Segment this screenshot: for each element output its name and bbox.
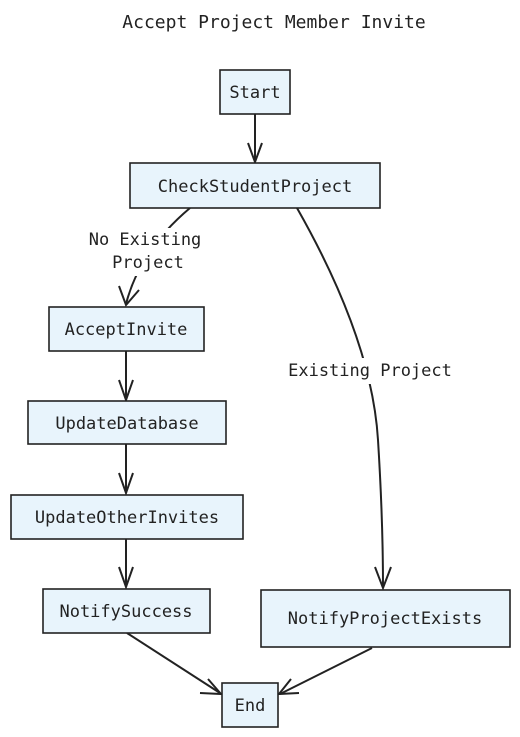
edge-label-text: Existing Project — [288, 361, 452, 381]
edge-label-line: No Existing — [89, 230, 202, 250]
arrow-head-icon — [118, 472, 134, 497]
edge-label-no-existing-project: No Existing Project — [78, 228, 212, 276]
node-label: UpdateOtherInvites — [35, 508, 219, 528]
node-label: CheckStudentProject — [158, 177, 352, 197]
edge-label-line: Project — [112, 253, 184, 273]
node-check-student-project: CheckStudentProject — [129, 162, 381, 209]
node-label: AcceptInvite — [65, 320, 188, 340]
edges — [118, 114, 392, 696]
arrow-head-icon — [276, 678, 300, 696]
node-notify-project-exists: NotifyProjectExists — [260, 589, 511, 648]
node-update-database: UpdateDatabase — [27, 400, 227, 445]
arrow-head-icon — [118, 566, 134, 591]
arrow-head-icon — [118, 285, 140, 307]
node-label: End — [235, 696, 266, 716]
node-label: Start — [229, 83, 280, 103]
node-accept-invite: AcceptInvite — [48, 306, 205, 352]
node-label: NotifySuccess — [59, 602, 192, 622]
arrow-head-icon — [199, 678, 224, 696]
node-update-other-invites: UpdateOtherInvites — [10, 494, 244, 540]
arrow-head-icon — [118, 379, 134, 404]
arrow-head-icon — [247, 142, 263, 165]
node-label: UpdateDatabase — [55, 414, 198, 434]
edge-notifyexists-to-end — [279, 647, 373, 695]
node-label: NotifyProjectExists — [288, 609, 482, 629]
edge-notifysuccess-to-end — [126, 632, 221, 694]
edge-label-existing-project: Existing Project — [274, 358, 466, 384]
node-end: End — [221, 682, 279, 728]
diagram-title: Accept Project Member Invite — [122, 12, 425, 33]
edge-check-to-notify-exists — [296, 207, 384, 588]
arrow-head-icon — [374, 566, 392, 591]
node-notify-success: NotifySuccess — [42, 588, 211, 634]
node-start: Start — [219, 69, 291, 115]
